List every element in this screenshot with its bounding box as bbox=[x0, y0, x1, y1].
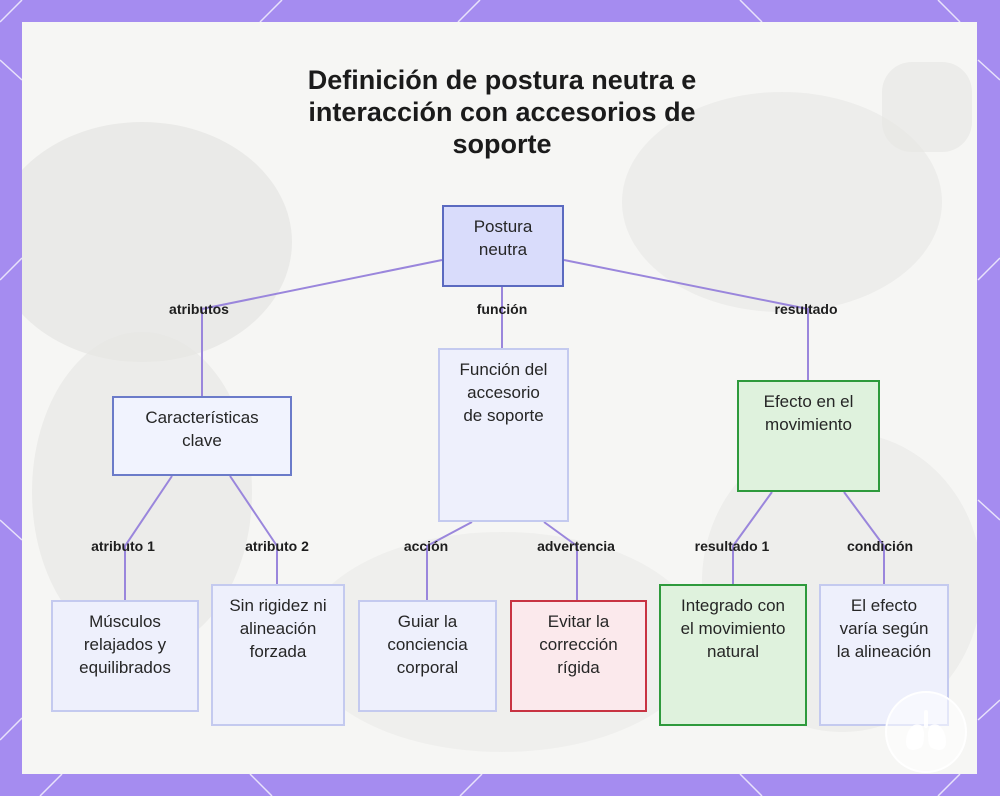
link-funcion-evitar bbox=[543, 521, 578, 600]
edge-label-atributo-1: atributo 1 bbox=[91, 538, 155, 554]
diagram-title: Definición de postura neutra e interacci… bbox=[307, 65, 697, 159]
edge-label-atributo-2: atributo 2 bbox=[245, 538, 309, 554]
edge-label-resultado-1: resultado 1 bbox=[694, 538, 770, 554]
connector-lines bbox=[124, 259, 885, 600]
link-root-efecto bbox=[563, 259, 809, 380]
link-efecto-integrado bbox=[732, 491, 773, 584]
edge-label-atributos: atributos bbox=[169, 301, 229, 317]
link-funcion-guiar bbox=[426, 521, 473, 600]
node-evitar-correccion: Evitar la corrección rígida bbox=[510, 600, 647, 712]
link-caracteristicas-musculos bbox=[124, 475, 173, 600]
edge-label-funcion: función bbox=[476, 301, 528, 317]
node-efecto-varia: El efecto varía según la alineación bbox=[819, 584, 949, 726]
node-efecto-movimiento: Efecto en el movimiento bbox=[737, 380, 880, 492]
node-caracteristicas-clave: Características clave bbox=[112, 396, 292, 476]
node-musculos-relajados: Músculos relajados y equilibrados bbox=[51, 600, 199, 712]
link-root-caracteristicas bbox=[201, 259, 443, 396]
node-guiar-conciencia: Guiar la conciencia corporal bbox=[358, 600, 497, 712]
node-funcion-accesorio: Función del accesorio de soporte bbox=[438, 348, 569, 522]
edge-label-advertencia: advertencia bbox=[537, 538, 615, 554]
node-postura-neutra: Postura neutra bbox=[442, 205, 564, 287]
edge-label-accion: acción bbox=[403, 538, 449, 554]
link-efecto-variable bbox=[843, 491, 885, 584]
node-integrado-movimiento: Integrado con el movimiento natural bbox=[659, 584, 807, 726]
edge-label-condicion: condición bbox=[846, 538, 914, 554]
node-sin-rigidez: Sin rigidez ni alineación forzada bbox=[211, 584, 345, 726]
link-caracteristicas-rigidez bbox=[229, 475, 278, 584]
diagram-canvas: Definición de postura neutra e interacci… bbox=[22, 22, 977, 774]
edge-label-resultado: resultado bbox=[774, 301, 838, 317]
lungs-icon bbox=[885, 691, 967, 773]
